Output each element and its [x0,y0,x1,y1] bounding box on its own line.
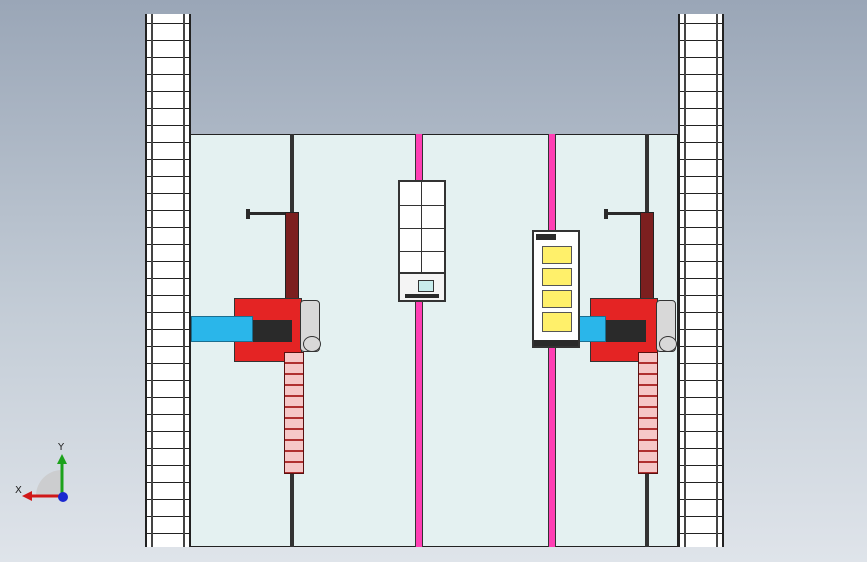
agv-tote-top-unit [536,234,556,240]
agv-screen [418,280,434,292]
ladder-rack-right [678,14,724,547]
agv-cart-shelf [400,228,444,229]
robot-right-arm [638,352,658,474]
agv-cart-shelf [400,205,444,206]
agv-cart-shelf [400,251,444,252]
robot-right-top-bar-end [604,209,608,219]
x-axis-label: X [15,485,22,496]
tote [542,312,572,332]
z-axis [58,492,68,502]
robot-right-carriage [606,320,646,342]
x-arrow [22,491,32,501]
robot-right-motor-cap [659,336,677,352]
tote [542,246,572,264]
coordinate-triad [22,454,68,502]
robot-left-mast [285,212,299,304]
agv-bumper [405,294,439,298]
ladder-rack-left [145,14,191,547]
agv-cart-rack [398,180,446,274]
robot-right-mast [640,212,654,304]
robot-left-top-bar-end [246,209,250,219]
robot-left-top-bar [247,212,287,215]
robot-left-carriage [252,320,292,342]
conveyor-left [191,316,253,342]
robot-left-arm [284,352,304,474]
agv-cart-divider [421,182,422,272]
lane-stripe-left [415,134,423,547]
robot-left-motor-cap [303,336,321,352]
tote [542,268,572,286]
robot-right-top-bar [606,212,646,215]
y-arrow [57,454,67,464]
agv-tote-base [534,340,578,346]
triad-plane [36,470,62,496]
tote [542,290,572,308]
y-axis-label: Y [58,442,65,453]
